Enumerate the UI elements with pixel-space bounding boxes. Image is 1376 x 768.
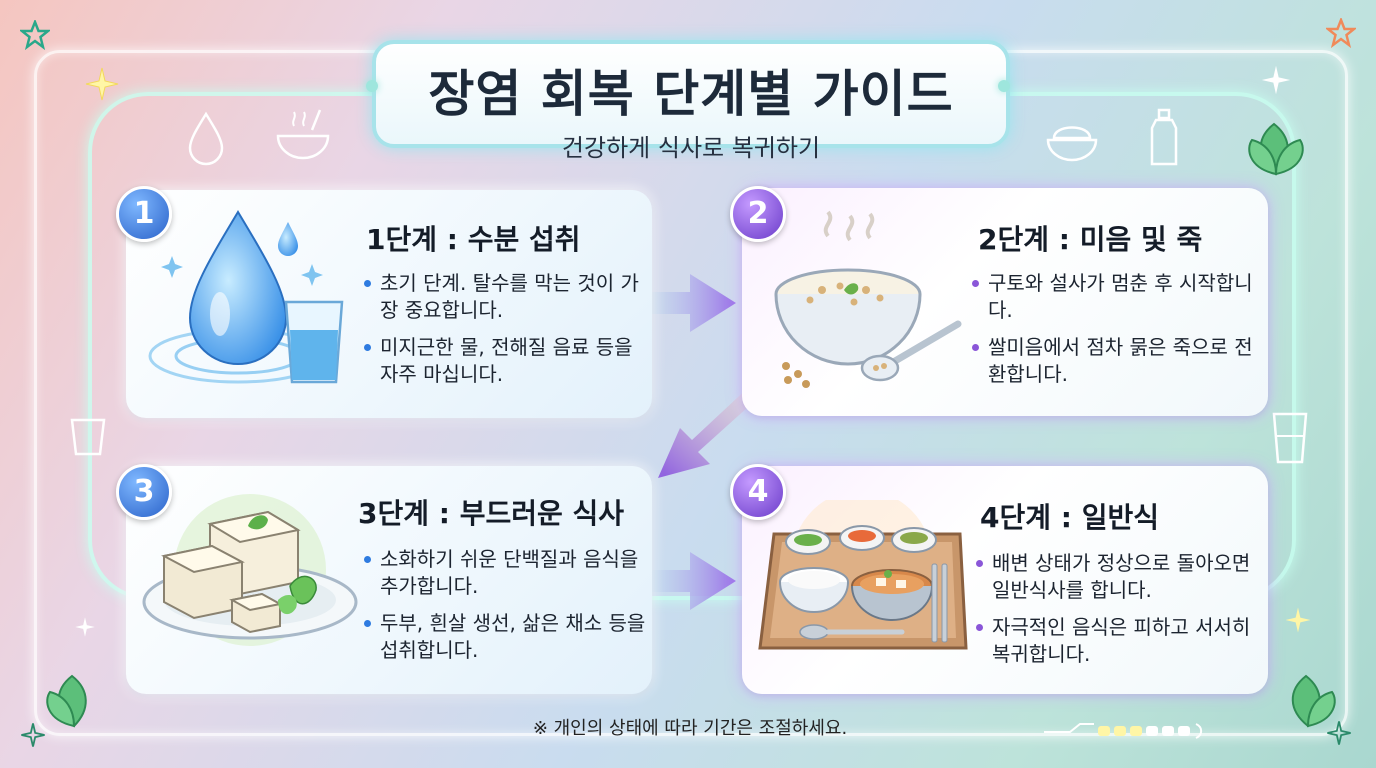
water-drop-icon — [188, 111, 224, 166]
step-2-bullet-2: 쌀미음에서 점차 묽은 죽으로 전환합니다. — [970, 334, 1260, 388]
footer-note: ※ 개인의 상태에 따라 기간은 조절하세요. — [532, 718, 848, 739]
step-bullets-4: 배변 상태가 정상으로 돌아오면 일반식사를 합니다. 자극적인 음식은 피하고… — [974, 550, 1264, 678]
porridge-bowl-icon — [276, 109, 330, 160]
leaf-icon — [46, 674, 87, 728]
leaf-icon — [1291, 674, 1336, 728]
arrow-step3-to-step4 — [630, 552, 736, 610]
step-bullets-1: 초기 단계. 탈수를 막는 것이 가장 중요합니다. 미지근한 물, 전해질 음… — [362, 270, 652, 398]
cup-icon — [70, 418, 106, 456]
title-dot-right — [998, 80, 1010, 92]
step-bullets-2: 구토와 설사가 멈춘 후 시작합니다. 쌀미음에서 점차 묽은 죽으로 전환합니… — [970, 270, 1260, 398]
progress-dots-icon — [1044, 723, 1203, 739]
sparkle-icon — [1261, 65, 1291, 95]
title-box — [372, 40, 1010, 148]
bottle-icon — [1150, 108, 1178, 166]
step-number-badge-2: 2 — [730, 186, 786, 242]
star-icon — [1326, 18, 1356, 48]
page-title: 장염 회복 단계별 가이드 — [428, 65, 954, 123]
step-3-bullet-1: 소화하기 쉬운 단백질과 음식을 추가합니다. — [362, 546, 652, 600]
arrow-step2-to-step3 — [658, 384, 768, 478]
title-dot-left — [366, 80, 378, 92]
water-drop-icon — [148, 210, 344, 384]
leaf-icon — [1248, 122, 1304, 176]
step-title-4: 4단계 : 일반식 — [980, 501, 1159, 534]
arrow-step1-to-step2 — [630, 274, 736, 332]
step-4-bullet-1: 배변 상태가 정상으로 돌아오면 일반식사를 합니다. — [974, 550, 1264, 604]
step-3-bullet-2: 두부, 흰살 생선, 삶은 채소 등을 섭취합니다. — [362, 610, 652, 664]
meal-tray-icon — [758, 500, 968, 650]
step-title-3: 3단계 : 부드러운 식사 — [358, 497, 625, 530]
star-icon — [20, 20, 50, 50]
step-number-badge-1: 1 — [116, 186, 172, 242]
step-2-bullet-1: 구토와 설사가 멈춘 후 시작합니다. — [970, 270, 1260, 324]
step-4-bullet-2: 자극적인 음식은 피하고 서서히 복귀합니다. — [974, 614, 1264, 668]
tofu-plate-icon — [142, 494, 358, 646]
sparkle-icon — [1285, 607, 1311, 633]
sparkle-icon — [85, 67, 119, 101]
star-icon — [1327, 721, 1351, 745]
step-bullets-3: 소화하기 쉬운 단백질과 음식을 추가합니다. 두부, 흰살 생선, 삶은 채소… — [362, 546, 652, 674]
step-number-badge-4: 4 — [730, 464, 786, 520]
star-icon — [21, 723, 45, 747]
step-1-bullet-2: 미지근한 물, 전해질 음료 등을 자주 마십니다. — [362, 334, 652, 388]
water-glass-icon — [1272, 412, 1308, 464]
porridge-bowl-icon — [774, 210, 962, 388]
step-title-1: 1단계 : 수분 섭취 — [366, 223, 581, 256]
sparkle-icon — [75, 617, 95, 637]
step-number-badge-3: 3 — [116, 464, 172, 520]
rice-bowl-icon — [1046, 126, 1098, 162]
step-title-2: 2단계 : 미음 및 죽 — [978, 223, 1203, 256]
step-1-bullet-1: 초기 단계. 탈수를 막는 것이 가장 중요합니다. — [362, 270, 652, 324]
page-subtitle: 건강하게 식사로 복귀하기 — [561, 134, 821, 162]
